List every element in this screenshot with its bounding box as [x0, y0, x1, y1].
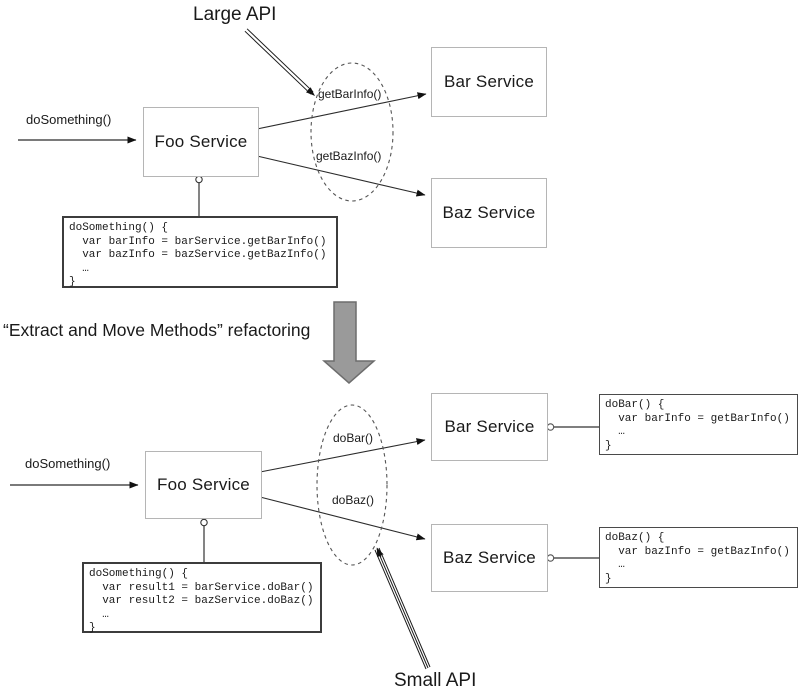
large-api-callout-head — [305, 87, 315, 96]
code-line: doSomething() { — [69, 222, 169, 234]
code-line: … — [89, 608, 109, 621]
code-line: … — [605, 426, 625, 438]
bottom-bar-service-box: Bar Service — [431, 393, 548, 461]
bottom-dobaz-call-label: doBaz() — [332, 493, 375, 507]
top-bar-service-box: Bar Service — [431, 47, 547, 117]
bottom-foo-service-box: Foo Service — [145, 451, 262, 519]
bottom-baz-service-label: Baz Service — [443, 548, 536, 567]
bottom-bar-service-label: Bar Service — [444, 417, 535, 436]
bottom-foo-to-bar-arrow — [259, 438, 426, 473]
top-getbazinfo-call-label: getBazInfo() — [316, 149, 382, 163]
top-foo-service-label: Foo Service — [154, 132, 248, 151]
top-foo-service-box: Foo Service — [143, 107, 259, 177]
large-api-annotation: Large API — [193, 4, 277, 25]
bar-code-note: doBar() { var barInfo = getBarInfo() … } — [599, 394, 798, 455]
small-api-annotation: Small API — [394, 670, 477, 691]
code-line: var bazInfo = getBazInfo() — [605, 545, 790, 558]
small-api-callout-line-1 — [374, 549, 427, 670]
small-api-callout-line-3 — [378, 547, 431, 668]
top-foo-code-connector-circle — [195, 175, 203, 184]
code-line: } — [605, 439, 612, 452]
top-api-boundary-ellipse — [310, 62, 394, 202]
bar-code-connector-circle — [546, 423, 555, 431]
code-line: } — [605, 572, 612, 585]
top-baz-service-label: Baz Service — [442, 203, 536, 222]
bottom-foo-to-baz-arrow — [259, 496, 426, 541]
top-baz-service-box: Baz Service — [431, 178, 547, 248]
code-line: var result1 = barService.doBar() — [89, 581, 314, 594]
code-line: doBar() { — [605, 399, 665, 411]
bottom-foo-service-label: Foo Service — [157, 475, 250, 494]
bottom-baz-service-box: Baz Service — [431, 524, 548, 592]
code-line: … — [69, 262, 89, 275]
bottom-foo-code-connector-circle — [200, 518, 208, 527]
top-getbarinfo-call-label: getBarInfo() — [318, 87, 382, 101]
code-line: doBaz() { — [605, 532, 665, 544]
large-api-callout-line-1 — [244, 30, 312, 95]
top-foo-to-baz-arrow — [256, 155, 426, 197]
refactoring-block-arrow — [322, 301, 376, 384]
code-line: } — [89, 622, 96, 634]
small-api-callout-head — [376, 547, 384, 558]
code-line: var barInfo = getBarInfo() — [605, 412, 790, 425]
small-api-callout-line-2 — [376, 548, 429, 669]
code-line: var barInfo = barService.getBarInfo() — [69, 235, 327, 248]
bottom-foo-code-note: doSomething() { var result1 = barService… — [82, 562, 322, 634]
refactoring-transition-label: “Extract and Move Methods” refactoring — [3, 320, 311, 340]
top-incoming-call-label: doSomething() — [26, 112, 112, 127]
code-line: } — [69, 276, 76, 288]
bottom-incoming-call-label: doSomething() — [25, 456, 111, 471]
large-api-callout-line-2 — [246, 28, 314, 93]
top-bar-service-label: Bar Service — [443, 72, 535, 91]
top-foo-code-note: doSomething() { var barInfo = barService… — [62, 216, 338, 288]
baz-code-connector-circle — [546, 554, 555, 562]
baz-code-note: doBaz() { var bazInfo = getBazInfo() … } — [599, 527, 798, 588]
code-line: var bazInfo = bazService.getBazInfo() — [69, 249, 327, 261]
top-foo-to-bar-arrow — [256, 92, 427, 130]
code-line: … — [605, 559, 625, 571]
bottom-api-boundary-ellipse — [316, 404, 388, 566]
code-line: doSomething() { — [89, 568, 189, 580]
code-line: var result2 = bazService.doBaz() — [89, 595, 314, 607]
bottom-dobar-call-label: doBar() — [333, 431, 374, 445]
